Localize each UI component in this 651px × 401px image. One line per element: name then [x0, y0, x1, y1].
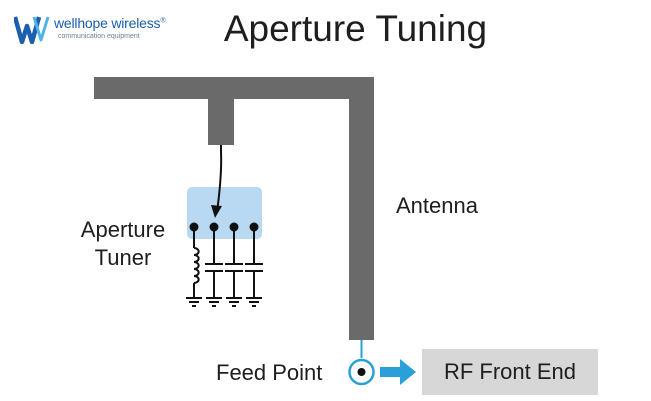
- brand-tagline: communication equipment: [58, 33, 140, 40]
- antenna-trace: [94, 77, 374, 340]
- brand-logo: wellhope wireless® communication equipme…: [14, 12, 184, 46]
- w-logo-icon: [14, 16, 50, 44]
- capacitor-icon: [245, 227, 263, 298]
- switch-arm: [211, 145, 223, 218]
- ground-icon: [246, 297, 262, 307]
- capacitor-icon: [225, 227, 243, 298]
- antenna-label: Antenna: [396, 193, 478, 218]
- ground-icon: [186, 297, 202, 307]
- feed-point-label: Feed Point: [216, 360, 323, 385]
- feed-point-icon: [348, 340, 375, 386]
- aperture-tuner-label: Aperture Tuner: [80, 217, 166, 270]
- rf-front-end-box: RF Front End: [422, 349, 598, 395]
- inductor-icon: [193, 227, 200, 298]
- capacitor-icon: [205, 227, 223, 298]
- rf-front-end-label: RF Front End: [443, 359, 577, 384]
- ground-icon: [206, 297, 222, 307]
- page-title: Aperture Tuning: [223, 8, 488, 49]
- ground-icon: [226, 297, 242, 307]
- arrow-right-icon: [380, 359, 416, 385]
- brand-name: wellhope wireless®: [54, 15, 166, 31]
- tuner-switch-box: [187, 187, 262, 239]
